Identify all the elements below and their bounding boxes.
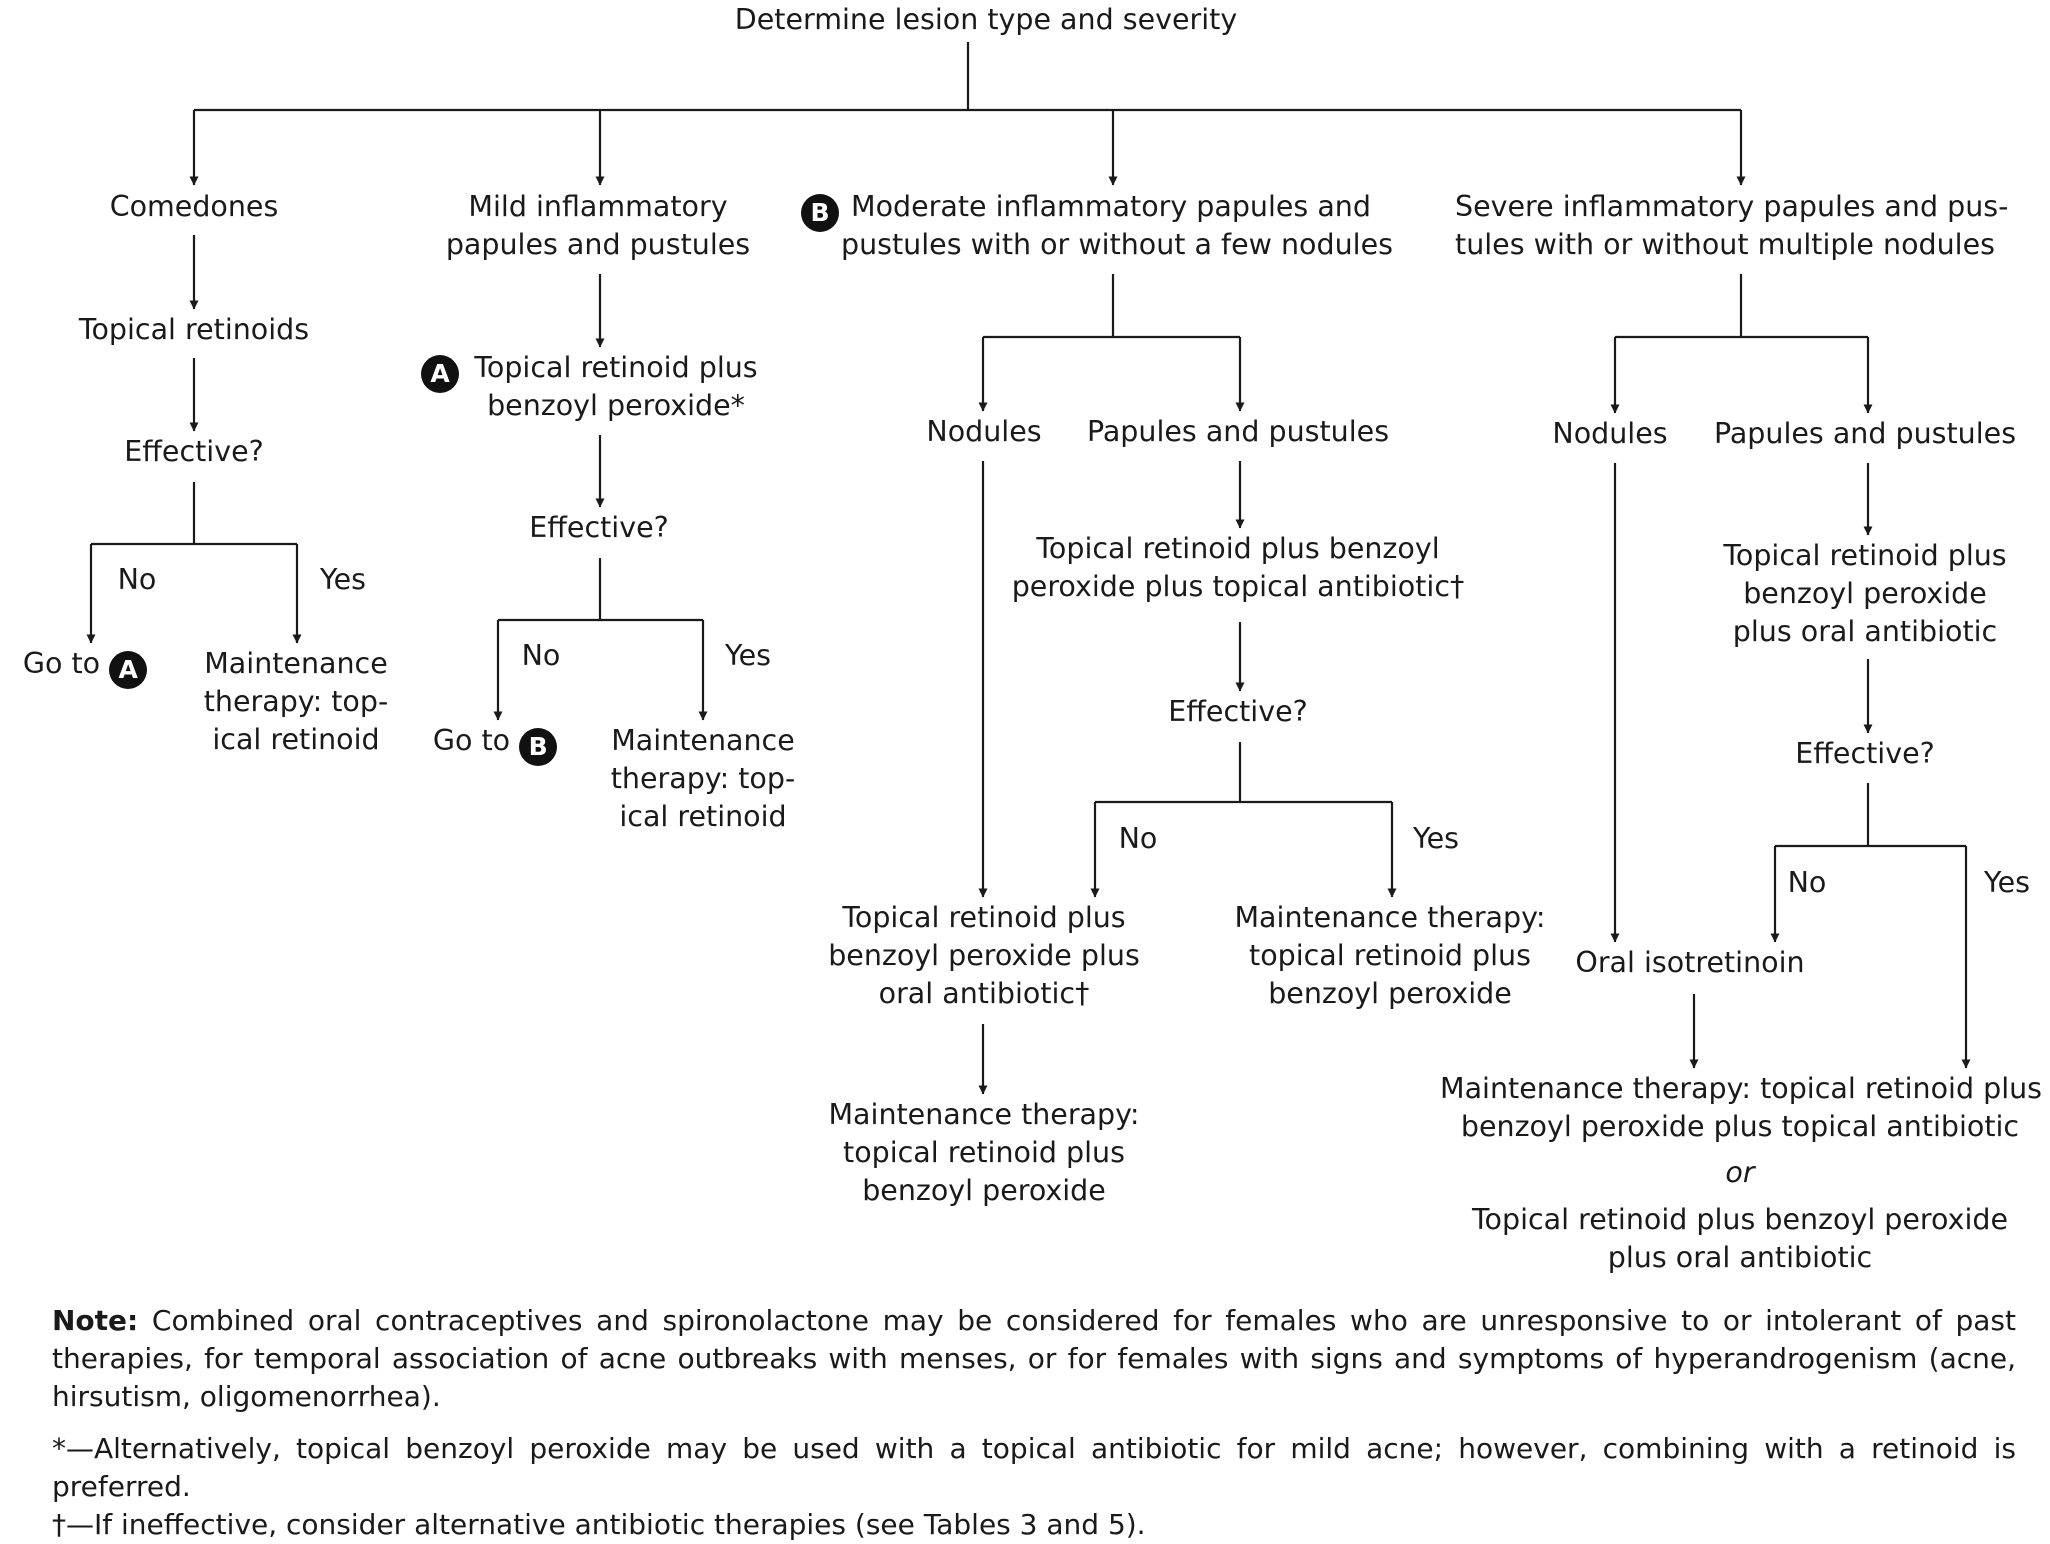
- note-text: Combined oral contraceptives and spirono…: [52, 1304, 2016, 1413]
- mild-treatment-node: Topical retinoid plus benzoyl peroxide*: [474, 351, 758, 422]
- branch4-nodules-node: Nodules: [1552, 417, 1668, 450]
- branch3-yes-label: Yes: [1412, 822, 1459, 855]
- badge-a-icon: A: [421, 355, 459, 393]
- badge-b-icon: B: [519, 728, 558, 766]
- branch4-effective-question: Effective?: [1795, 737, 1935, 770]
- branch2-effective-question: Effective?: [529, 511, 669, 544]
- branch2-goto-b: Go to B: [420, 722, 570, 766]
- branch3-nodules-node: Nodules: [926, 415, 1042, 448]
- branch3-effective-question: Effective?: [1168, 695, 1308, 728]
- moderate-inflammatory-node: Moderate inflammatory papules and pustul…: [841, 190, 1393, 261]
- badge-a-icon: A: [109, 651, 148, 689]
- footnote-star: *—Alternatively, topical benzoyl peroxid…: [52, 1432, 2016, 1503]
- branch1-effective-question: Effective?: [124, 435, 264, 468]
- branch2-maintenance-node: Maintenance therapy: top- ical retinoid: [610, 724, 796, 833]
- branch4-no-label: No: [1787, 866, 1827, 899]
- severe-inflammatory-node: Severe inflammatory papules and pus- tul…: [1455, 190, 2009, 261]
- branch2-no-label: No: [521, 639, 561, 672]
- marker-a-badge: A: [420, 349, 460, 393]
- branch3-topical-antibiotic-node: Topical retinoid plus benzoyl peroxide p…: [1011, 532, 1465, 603]
- or-separator: or: [1725, 1156, 1755, 1189]
- branch3-papules-node: Papules and pustules: [1086, 415, 1390, 448]
- flowchart-connectors: [86, 42, 1971, 1095]
- branch1-no-label: No: [117, 563, 157, 596]
- branch3-oral-antibiotic-node: Topical retinoid plus benzoyl peroxide p…: [828, 901, 1140, 1010]
- branch1-yes-label: Yes: [319, 563, 366, 596]
- branch4-papules-node: Papules and pustules: [1713, 417, 2017, 450]
- branch3-maintenance-yes-node: Maintenance therapy: topical retinoid pl…: [1234, 901, 1546, 1010]
- marker-b-badge: B: [800, 188, 840, 232]
- branch3-no-label: No: [1118, 822, 1158, 855]
- branch4-oral-antibiotic-node: Topical retinoid plus benzoyl peroxide p…: [1723, 539, 2007, 648]
- note-paragraph: Note: Combined oral contraceptives and s…: [52, 1302, 2016, 1416]
- branch1-goto-a: Go to A: [10, 645, 160, 689]
- topical-retinoids-node: Topical retinoids: [78, 313, 310, 346]
- note-label: Note:: [52, 1304, 139, 1337]
- branch4-yes-label: Yes: [1983, 866, 2030, 899]
- branch4-maintenance-node: Maintenance therapy: topical retinoid pl…: [1440, 1072, 2043, 1143]
- badge-b-icon: B: [801, 194, 839, 232]
- footnotes: Note: Combined oral contraceptives and s…: [52, 1302, 2016, 1544]
- root-node: Determine lesion type and severity: [734, 3, 1238, 36]
- isotretinoin-node: Oral isotretinoin: [1575, 946, 1805, 979]
- comedones-node: Comedones: [109, 190, 279, 223]
- branch1-maintenance-node: Maintenance therapy: top- ical retinoid: [203, 647, 389, 756]
- mild-inflammatory-node: Mild inflammatory papules and pustules: [445, 190, 751, 261]
- branch2-yes-label: Yes: [724, 639, 771, 672]
- branch3-maintenance-final-node: Maintenance therapy: topical retinoid pl…: [828, 1098, 1140, 1207]
- branch4-alternative-node: Topical retinoid plus benzoyl peroxide p…: [1471, 1203, 2008, 1274]
